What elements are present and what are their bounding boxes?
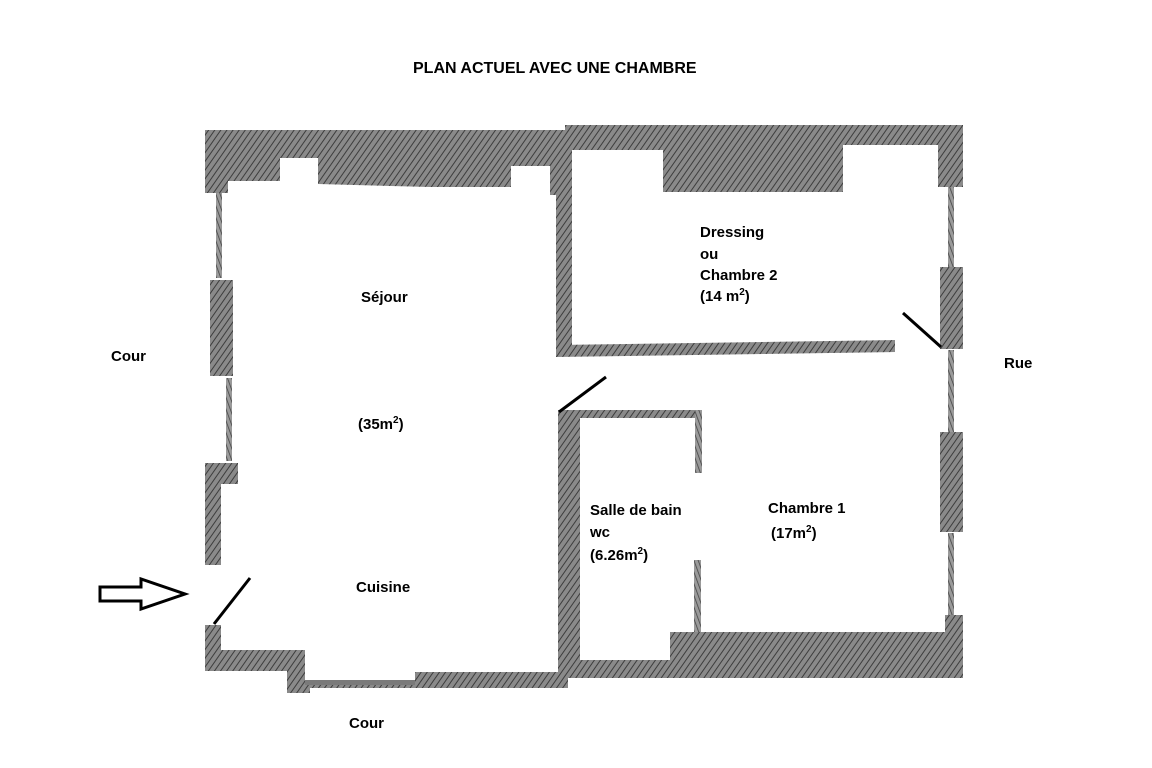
wall-left [205, 193, 238, 565]
wall-bottom [205, 615, 963, 693]
rue-label: Rue [1004, 355, 1033, 372]
wall-right [940, 187, 963, 615]
room-chambre2-label: Chambre 2 [700, 267, 778, 284]
room-bathroom-area: (6.26m2) [590, 546, 649, 565]
entrance-arrow-icon [98, 576, 190, 612]
cour-bottom-label: Cour [349, 715, 384, 732]
door-entrance [212, 577, 252, 625]
cour-left-label: Cour [111, 348, 146, 365]
door-bathroom [558, 375, 607, 414]
room-sejour-label: Séjour [361, 289, 408, 306]
room-dressing-area: (14 m2) [700, 287, 750, 306]
wall-top [205, 125, 963, 195]
room-wc-label: wc [590, 524, 611, 541]
page-title: PLAN ACTUEL AVEC UNE CHAMBRE [413, 60, 697, 77]
room-chambre1-label: Chambre 1 [768, 500, 846, 517]
doors [212, 311, 943, 625]
room-bathroom-label: Salle de bain [590, 502, 682, 519]
door-bedroom [901, 311, 943, 349]
wall-interior [556, 185, 895, 675]
room-dressing-or: ou [700, 246, 719, 263]
room-cuisine-label: Cuisine [356, 579, 411, 596]
room-dressing-label: Dressing [700, 224, 765, 241]
room-chambre1-area: (17m2) [771, 524, 817, 543]
room-sejour-area: (35m2) [358, 415, 404, 434]
